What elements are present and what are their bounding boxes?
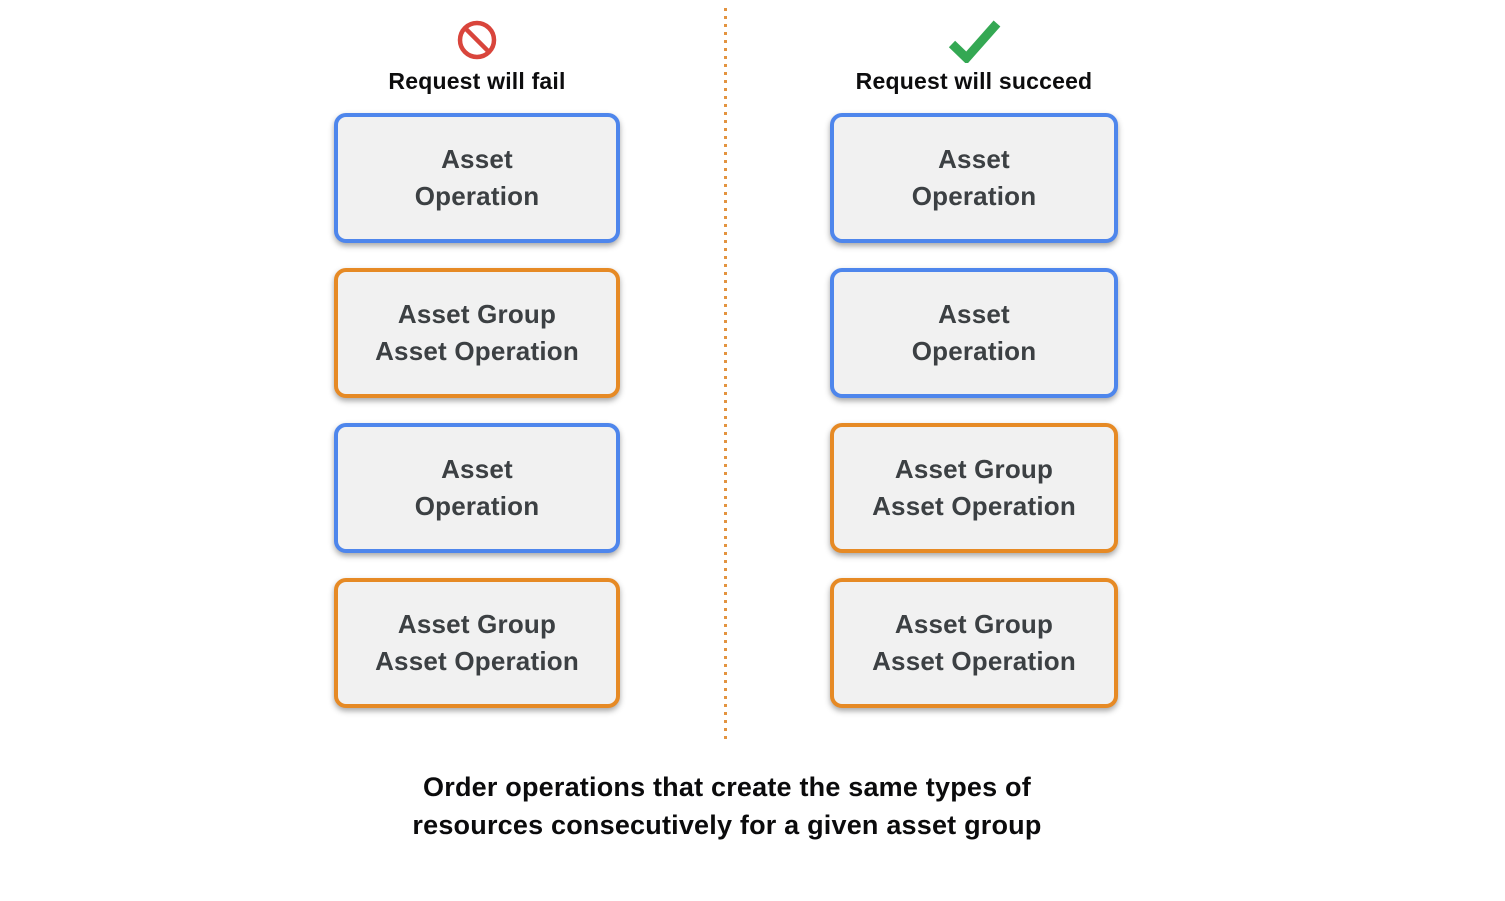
succeed-column: Request will succeed Asset Operation Ass… [830, 14, 1118, 708]
diagram-caption: Order operations that create the same ty… [412, 772, 1042, 840]
fail-box-2: Asset Group Asset Operation [334, 268, 620, 398]
fail-box-2-label: Asset Group Asset Operation [375, 299, 579, 366]
succeed-box-4: Asset Group Asset Operation [830, 578, 1118, 708]
checkmark-icon [948, 20, 1001, 63]
fail-column-title: Request will fail [388, 68, 566, 94]
fail-box-4-label: Asset Group Asset Operation [375, 609, 579, 676]
fail-icon-container [334, 14, 620, 66]
succeed-box-3-label: Asset Group Asset Operation [872, 454, 1076, 521]
fail-box-3: Asset Operation [334, 423, 620, 553]
succeed-box-4-label: Asset Group Asset Operation [872, 609, 1076, 676]
succeed-icon-container [830, 14, 1118, 66]
succeed-box-1: Asset Operation [830, 113, 1118, 243]
fail-box-4: Asset Group Asset Operation [334, 578, 620, 708]
fail-box-3-label: Asset Operation [414, 454, 540, 521]
succeed-box-1-label: Asset Operation [911, 144, 1037, 211]
succeed-box-2: Asset Operation [830, 268, 1118, 398]
succeed-box-3: Asset Group Asset Operation [830, 423, 1118, 553]
column-divider [724, 8, 727, 740]
succeed-column-title: Request will succeed [855, 68, 1093, 94]
prohibition-icon [457, 20, 497, 60]
fail-box-1: Asset Operation [334, 113, 620, 243]
succeed-box-2-label: Asset Operation [911, 299, 1037, 366]
fail-column: Request will fail Asset Operation Asset … [334, 14, 620, 708]
fail-box-1-label: Asset Operation [414, 144, 540, 211]
